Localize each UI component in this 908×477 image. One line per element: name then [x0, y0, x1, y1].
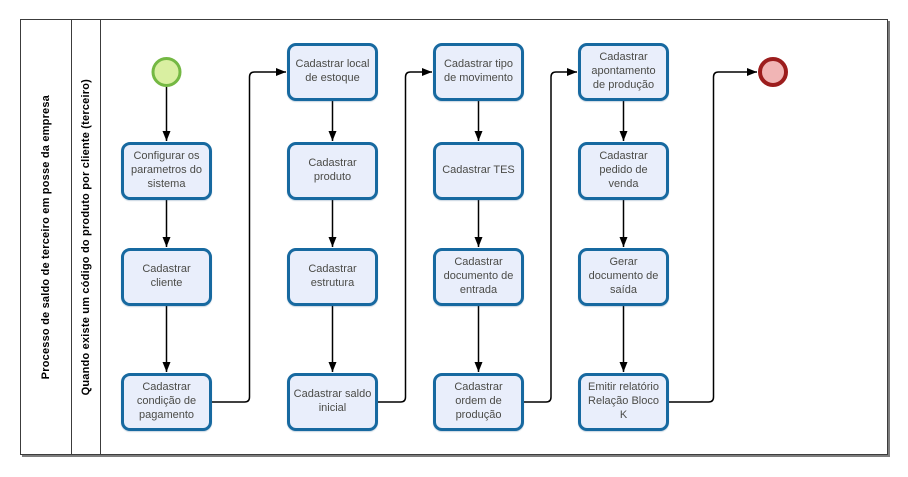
task-node-t8[interactable]: Cadastrar tipo de movimento — [433, 43, 524, 101]
task-label: Cadastrar saldo inicial — [293, 388, 372, 414]
task-label: Configurar os parametros do sistema — [131, 150, 202, 190]
task-node-t7[interactable]: Cadastrar saldo inicial — [287, 373, 378, 431]
task-label: Cadastrar apontamento de produção — [591, 51, 656, 91]
task-node-t1[interactable]: Configurar os parametros do sistema — [121, 142, 212, 200]
task-node-t10[interactable]: Cadastrar documento de entrada — [433, 248, 524, 306]
task-label: Cadastrar pedido de venda — [599, 150, 648, 190]
task-node-t12[interactable]: Cadastrar apontamento de produção — [578, 43, 669, 101]
task-label: Cadastrar documento de entrada — [443, 256, 514, 296]
task-node-t11[interactable]: Cadastrar ordem de produção — [433, 373, 524, 431]
task-label: Cadastrar ordem de produção — [454, 381, 503, 421]
lane-header: Quando existe um código do produto por c… — [72, 20, 101, 454]
task-label: Cadastrar estrutura — [308, 263, 357, 289]
task-label: Gerar documento de saída — [588, 256, 659, 296]
task-label: Cadastrar condição de pagamento — [136, 381, 197, 421]
task-node-t13[interactable]: Cadastrar pedido de venda — [578, 142, 669, 200]
task-node-t4[interactable]: Cadastrar local de estoque — [287, 43, 378, 101]
task-label: Cadastrar cliente — [142, 263, 191, 289]
task-node-t14[interactable]: Gerar documento de saída — [578, 248, 669, 306]
task-label: Cadastrar TES — [442, 164, 515, 177]
task-node-t2[interactable]: Cadastrar cliente — [121, 248, 212, 306]
task-label: Emitir relatório Relação Bloco K — [588, 381, 659, 421]
task-label: Cadastrar tipo de movimento — [443, 58, 514, 84]
pool-header: Processo de saldo de terceiro em posse d… — [21, 20, 72, 454]
task-node-t9[interactable]: Cadastrar TES — [433, 142, 524, 200]
task-label: Cadastrar local de estoque — [295, 58, 370, 84]
start-event[interactable] — [151, 57, 182, 87]
task-node-t15[interactable]: Emitir relatório Relação Bloco K — [578, 373, 669, 431]
task-label: Cadastrar produto — [308, 157, 357, 183]
end-event[interactable] — [758, 57, 788, 87]
task-node-t5[interactable]: Cadastrar produto — [287, 142, 378, 200]
task-node-t3[interactable]: Cadastrar condição de pagamento — [121, 373, 212, 431]
task-node-t6[interactable]: Cadastrar estrutura — [287, 248, 378, 306]
